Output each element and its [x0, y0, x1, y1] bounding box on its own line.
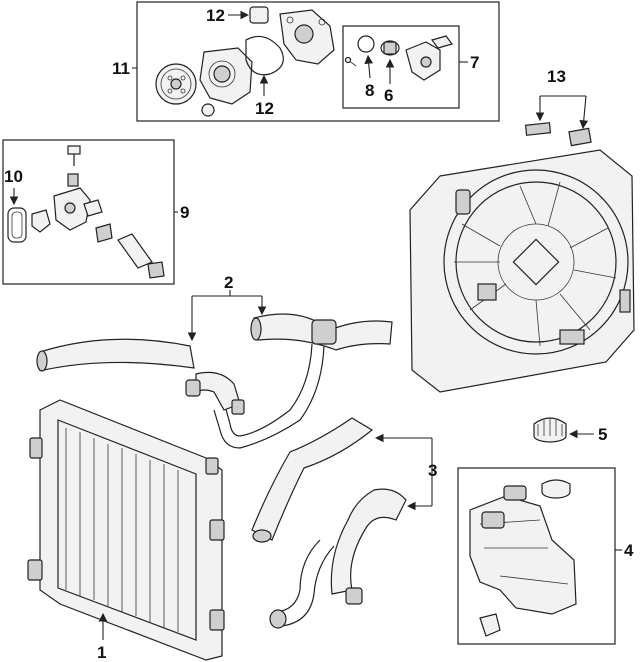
- callout-9: 9: [180, 203, 189, 222]
- callout-3: 3: [428, 461, 437, 480]
- pump-housing-icon: [279, 9, 335, 65]
- callout-1: 1: [97, 643, 106, 662]
- coolant-outlet-icon: [53, 173, 103, 231]
- water-pump-icon: [199, 47, 253, 117]
- radiator-cap-icon: [533, 417, 567, 443]
- callout-12-bottom: 12: [255, 99, 274, 118]
- coolant-reservoir-icon: [469, 485, 577, 637]
- reservoir-cap-icon: [541, 479, 571, 499]
- callout-5: 5: [598, 425, 607, 444]
- outlet-seal-icon: [7, 207, 27, 243]
- fan-shroud-icon: [409, 149, 635, 393]
- callout-11: 11: [112, 59, 130, 78]
- outlet-gasket-icon: [31, 209, 51, 233]
- callout-6: 6: [384, 86, 393, 105]
- water-pump-pulley-icon: [155, 63, 197, 105]
- o-ring-icon: [344, 35, 375, 67]
- callout-13: 13: [547, 67, 566, 86]
- callout-2: 2: [224, 273, 233, 292]
- upper-radiator-hose-icon: [36, 313, 393, 449]
- reservoir-group-box: [457, 467, 616, 645]
- callout-8: 8: [365, 81, 374, 100]
- bolt-icon: [67, 145, 81, 166]
- thermostat-icon: [380, 40, 400, 56]
- short-hose-icon: [117, 233, 153, 269]
- callout-12-top: 12: [206, 6, 225, 25]
- radiator-icon: [27, 399, 225, 661]
- shroud-clip-icon: [524, 122, 592, 147]
- thermostat-housing-icon: [405, 35, 454, 81]
- callout-10: 10: [4, 167, 23, 186]
- callout-4: 4: [624, 541, 634, 560]
- small-gasket-icon: [249, 6, 269, 24]
- callout-7: 7: [470, 53, 479, 72]
- lower-radiator-hose-icon: [251, 417, 407, 629]
- hose-clamp-icon: [95, 223, 165, 279]
- water-pump-group-box: [136, 1, 500, 122]
- gasket-icon: [245, 35, 284, 76]
